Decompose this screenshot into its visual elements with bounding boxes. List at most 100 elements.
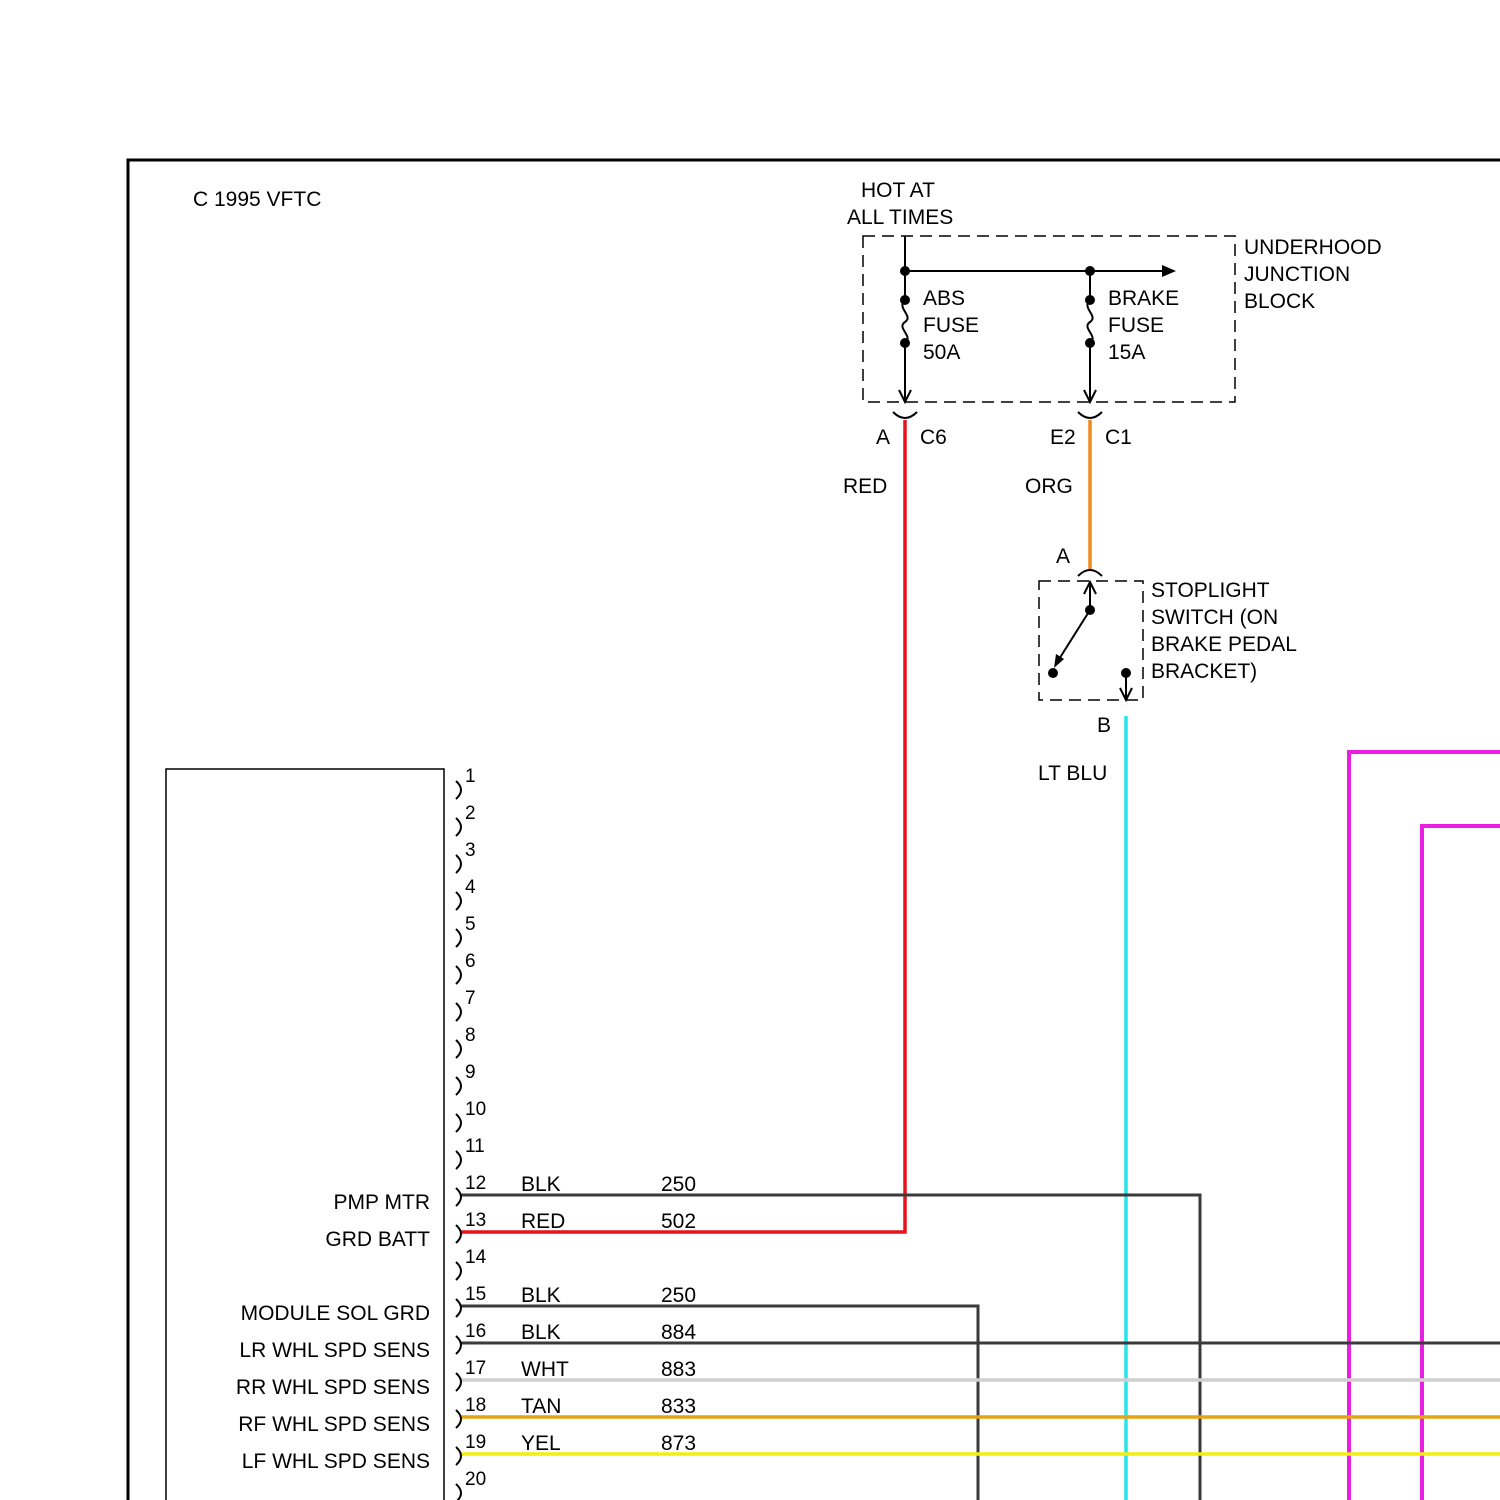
brake-wire-color-label: ORG bbox=[1025, 475, 1073, 498]
pin-19-terminal bbox=[456, 1447, 461, 1465]
pin-9-terminal bbox=[456, 1077, 461, 1095]
brake-fuse-label-line2: FUSE bbox=[1108, 314, 1164, 337]
power-source-label-line1: HOT AT bbox=[861, 179, 935, 202]
abs-fuse-pin: A bbox=[876, 426, 890, 449]
pin-3-terminal bbox=[456, 855, 461, 873]
pin-12-wire-color: BLK bbox=[521, 1173, 561, 1196]
pin-16-signal-label: LR WHL SPD SENS bbox=[239, 1339, 430, 1362]
pin-4-number: 4 bbox=[465, 877, 476, 898]
pin-1-terminal bbox=[456, 781, 461, 799]
pin-12-number: 12 bbox=[465, 1173, 486, 1194]
junction-block-label-line1: UNDERHOOD bbox=[1244, 236, 1382, 259]
pin-19-signal-label: LF WHL SPD SENS bbox=[242, 1450, 430, 1473]
pin-18-wire-color: TAN bbox=[521, 1395, 561, 1418]
stoplight-switch-label-line3: BRAKE PEDAL bbox=[1151, 633, 1297, 656]
pin-1-number: 1 bbox=[465, 766, 476, 787]
pin-9-number: 9 bbox=[465, 1062, 476, 1083]
switch-pin-out: B bbox=[1097, 714, 1111, 737]
pin-11-terminal bbox=[456, 1151, 461, 1169]
pin-17-wire-color: WHT bbox=[521, 1358, 569, 1381]
pin-12-terminal bbox=[456, 1188, 461, 1206]
pin-2-terminal bbox=[456, 818, 461, 836]
pin-12-circuit-number: 250 bbox=[661, 1173, 696, 1196]
pin-19-circuit-number: 873 bbox=[661, 1432, 696, 1455]
connector-c6-symbol bbox=[893, 412, 917, 418]
pin-7-number: 7 bbox=[465, 988, 476, 1009]
pin-8-terminal bbox=[456, 1040, 461, 1058]
abs-fuse-label-line3: 50A bbox=[923, 341, 960, 364]
pin-13-signal-label: GRD BATT bbox=[325, 1228, 430, 1251]
pin-7-terminal bbox=[456, 1003, 461, 1021]
pin-18-signal-label: RF WHL SPD SENS bbox=[238, 1413, 430, 1436]
pin-20-terminal bbox=[456, 1484, 461, 1500]
switch-in-connector-symbol bbox=[1078, 570, 1102, 576]
abs-fuse-connector: C6 bbox=[920, 426, 947, 449]
pin-17-number: 17 bbox=[465, 1358, 486, 1379]
connector-c1-symbol bbox=[1078, 412, 1102, 418]
pin-14-terminal bbox=[456, 1262, 461, 1280]
brake-fuse-pin: E2 bbox=[1050, 426, 1076, 449]
abs-wire-color-label: RED bbox=[843, 475, 887, 498]
pin-19-wire-color: YEL bbox=[521, 1432, 561, 1455]
pin-16-circuit-number: 884 bbox=[661, 1321, 696, 1344]
abs-fuse-label-line2: FUSE bbox=[923, 314, 979, 337]
pin-17-terminal bbox=[456, 1373, 461, 1391]
switch-pin-in: A bbox=[1056, 545, 1070, 568]
pin-15-wire-color: BLK bbox=[521, 1284, 561, 1307]
pin-8-number: 8 bbox=[465, 1025, 476, 1046]
junction-block-label-line3: BLOCK bbox=[1244, 290, 1315, 313]
pin-18-number: 18 bbox=[465, 1395, 486, 1416]
pin-19-number: 19 bbox=[465, 1432, 486, 1453]
pin-10-number: 10 bbox=[465, 1099, 486, 1120]
pin-16-wire-color: BLK bbox=[521, 1321, 561, 1344]
pin-17-circuit-number: 883 bbox=[661, 1358, 696, 1381]
pin-4-terminal bbox=[456, 892, 461, 910]
pin-6-terminal bbox=[456, 966, 461, 984]
wire-abs-red bbox=[460, 420, 905, 1232]
pin-13-terminal bbox=[456, 1225, 461, 1243]
switch-contact-open bbox=[1048, 668, 1058, 678]
pin-20-number: 20 bbox=[465, 1469, 486, 1490]
pin-14-number: 14 bbox=[465, 1247, 487, 1268]
junction-block-outline bbox=[863, 236, 1235, 402]
diagram-title: C 1995 VFTC bbox=[193, 188, 321, 211]
pin-3-number: 3 bbox=[465, 840, 476, 861]
pin-15-circuit-number: 250 bbox=[661, 1284, 696, 1307]
pin-6-number: 6 bbox=[465, 951, 476, 972]
switch-blade bbox=[1056, 610, 1090, 664]
underhood-junction-block: ABS FUSE 50A BRAKE FUSE 15A UNDERHOOD JU… bbox=[863, 236, 1382, 402]
pin-15-terminal bbox=[456, 1299, 461, 1317]
abs-fuse bbox=[899, 271, 911, 402]
stoplight-switch-label-line2: SWITCH (ON bbox=[1151, 606, 1278, 629]
pin-13-circuit-number: 502 bbox=[661, 1210, 696, 1233]
pin-16-terminal bbox=[456, 1336, 461, 1354]
brake-fuse-label-line1: BRAKE bbox=[1108, 287, 1179, 310]
power-source-label-line2: ALL TIMES bbox=[847, 206, 953, 229]
lt-blu-wire-label: LT BLU bbox=[1038, 762, 1107, 785]
wire-magenta-2 bbox=[1422, 826, 1500, 1500]
diagram-frame bbox=[128, 160, 1500, 1500]
pin-10-terminal bbox=[456, 1114, 461, 1132]
wire-magenta-1 bbox=[1349, 752, 1500, 1500]
brake-fuse-label-line3: 15A bbox=[1108, 341, 1145, 364]
pin-18-circuit-number: 833 bbox=[661, 1395, 696, 1418]
brake-fuse bbox=[1084, 271, 1096, 402]
abs-fuse-label-line1: ABS bbox=[923, 287, 965, 310]
stoplight-switch-label-line1: STOPLIGHT bbox=[1151, 579, 1270, 602]
pin-11-number: 11 bbox=[465, 1136, 485, 1157]
junction-block-label-line2: JUNCTION bbox=[1244, 263, 1350, 286]
power-bus-arrow bbox=[1162, 265, 1176, 277]
pin-15-signal-label: MODULE SOL GRD bbox=[241, 1302, 430, 1325]
stoplight-switch-label-line4: BRACKET) bbox=[1151, 660, 1257, 683]
pin-5-terminal bbox=[456, 929, 461, 947]
pin-16-number: 16 bbox=[465, 1321, 486, 1342]
pin-15-number: 15 bbox=[465, 1284, 486, 1305]
pin-17-signal-label: RR WHL SPD SENS bbox=[236, 1376, 430, 1399]
pin-18-terminal bbox=[456, 1410, 461, 1428]
pin-12-signal-label: PMP MTR bbox=[334, 1191, 430, 1214]
pin-5-number: 5 bbox=[465, 914, 476, 935]
pin-13-wire-color: RED bbox=[521, 1210, 565, 1233]
pin-13-number: 13 bbox=[465, 1210, 486, 1231]
